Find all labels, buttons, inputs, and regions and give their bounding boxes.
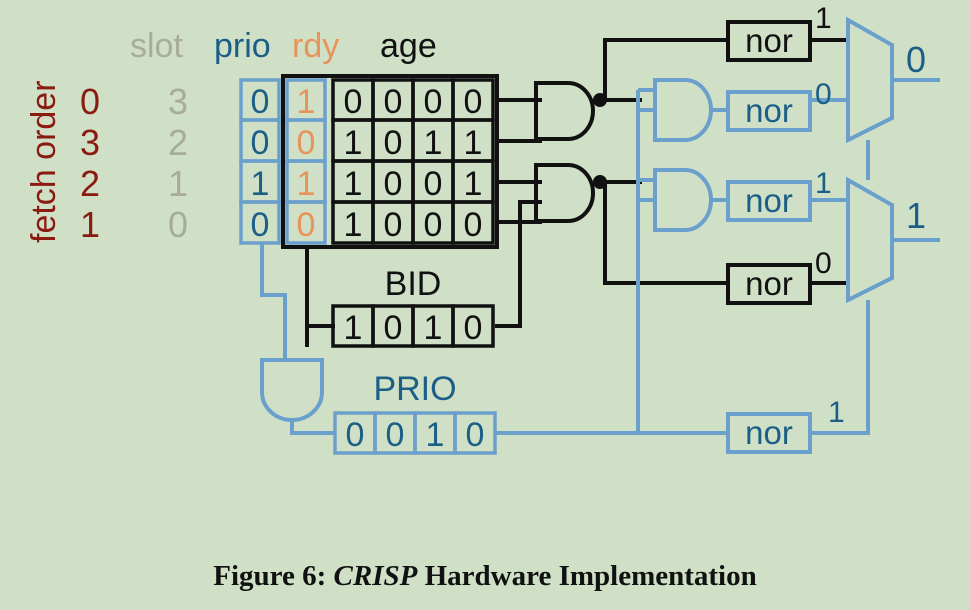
and-gate-icon: [260, 358, 324, 422]
age-bit: 0: [384, 165, 403, 203]
bid-label: BID: [385, 265, 442, 303]
mux-icon: [846, 16, 894, 144]
rdy-header: rdy: [292, 27, 339, 65]
nor-output-4: 1: [828, 396, 845, 429]
nor-label: nor: [745, 92, 793, 129]
rdy-column: [285, 78, 327, 245]
age-bit: 0: [424, 165, 443, 203]
slot-0: 3: [168, 81, 188, 122]
prio-bit-3: 0: [251, 206, 270, 244]
slot-column: 3 2 1 0: [168, 81, 188, 245]
fetch-order-3: 1: [80, 204, 100, 245]
age-bit: 1: [344, 124, 363, 162]
nor-box: [726, 263, 812, 305]
fetch-order-column: 0 3 2 1: [80, 81, 100, 245]
nor-output-1: 0: [815, 78, 832, 111]
caption-italic: CRISP: [333, 560, 418, 592]
and-gate-icon: [653, 168, 713, 232]
age-bit: 0: [344, 83, 363, 121]
mux-output-1: 1: [906, 195, 926, 236]
age-bit: 0: [424, 83, 443, 121]
slot-2: 1: [168, 163, 188, 204]
age-bit: 1: [424, 124, 443, 162]
muxes: [846, 16, 894, 304]
and-gate-icon: [534, 163, 595, 223]
age-bit: 1: [464, 165, 483, 203]
nor-boxes-black: [726, 20, 812, 305]
and-gates-black: [534, 81, 607, 223]
age-bit: 0: [384, 124, 403, 162]
slot-1: 2: [168, 122, 188, 163]
caption-prefix: Figure 6:: [213, 560, 334, 592]
prio-bit-1: 0: [251, 124, 270, 162]
age-bit: 0: [384, 83, 403, 121]
mux-output-0: 0: [906, 39, 926, 80]
nor-box: [726, 20, 812, 62]
nor-label: nor: [745, 182, 793, 219]
slot-3: 0: [168, 204, 188, 245]
bid-bit: 1: [344, 309, 363, 347]
fetch-order-0: 0: [80, 81, 100, 122]
age-bit: 0: [424, 206, 443, 244]
prio-header: prio: [214, 27, 271, 65]
age-bit: 0: [464, 206, 483, 244]
nor-boxes-blue: [726, 90, 812, 454]
rdy-bit-0: 1: [297, 83, 316, 121]
prio-register-bit: 1: [426, 416, 445, 454]
blue-wires: [260, 78, 940, 435]
prio-bit-0: 0: [251, 83, 270, 121]
prio-register-label: PRIO: [373, 370, 456, 408]
age-bit: 0: [464, 83, 483, 121]
nor-box: [726, 90, 812, 132]
age-bit: 1: [344, 206, 363, 244]
nor-output-2: 1: [815, 167, 832, 200]
nor-label: nor: [745, 265, 793, 302]
prio-register-bit: 0: [386, 416, 405, 454]
nor-output-0: 1: [815, 2, 832, 35]
prio-register-bit: 0: [346, 416, 365, 454]
mux-icon: [846, 176, 894, 304]
slot-header: slot: [130, 27, 183, 65]
figure-caption: Figure 6: CRISP Hardware Implementation: [0, 560, 970, 593]
rdy-bit-2: 1: [297, 165, 316, 203]
bid-bit: 0: [464, 309, 483, 347]
bid-bit: 0: [384, 309, 403, 347]
and-gate-icon: [534, 81, 595, 141]
and-gates-blue: [260, 78, 713, 422]
fetch-order-label: fetch order: [25, 80, 63, 243]
nor-output-3: 0: [815, 247, 832, 280]
and-gate-icon: [653, 78, 713, 142]
age-cells: [331, 78, 495, 245]
nor-label: nor: [745, 414, 793, 451]
age-header: age: [380, 27, 437, 65]
fetch-order-1: 3: [80, 122, 100, 163]
nor-box: [726, 180, 812, 222]
black-wires: [305, 38, 850, 347]
prio-bit-2: 1: [251, 165, 270, 203]
rdy-bit-1: 0: [297, 124, 316, 162]
nor-label: nor: [745, 22, 793, 59]
age-bit: 0: [384, 206, 403, 244]
matrix-frame: [281, 74, 499, 249]
bit-matrix: [239, 74, 499, 249]
caption-suffix: Hardware Implementation: [417, 560, 757, 592]
age-bit: 1: [344, 165, 363, 203]
prio-register-bit: 0: [466, 416, 485, 454]
bid-bit: 1: [424, 309, 443, 347]
age-bit: 1: [464, 124, 483, 162]
fetch-order-2: 2: [80, 163, 100, 204]
nor-box: [726, 412, 812, 454]
rdy-bit-3: 0: [297, 206, 316, 244]
